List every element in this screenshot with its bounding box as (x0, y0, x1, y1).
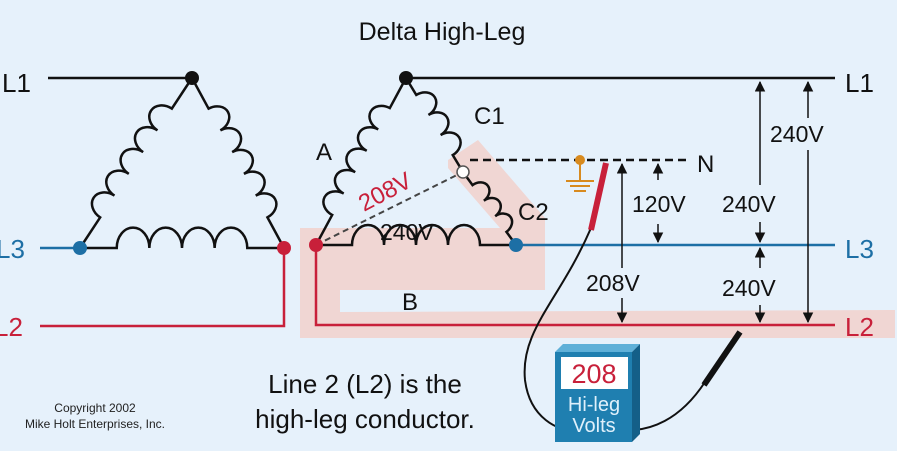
n-to-l2-voltage: 208V (586, 270, 640, 296)
diagram-title: Delta High-Leg (359, 18, 526, 46)
l3-to-l2-voltage: 240V (722, 275, 776, 301)
left-l1-label: L1 (2, 68, 31, 98)
winding-coil (80, 226, 284, 250)
right-l1-label: L1 (845, 68, 874, 98)
left-l2-label: L2 (0, 312, 23, 342)
winding-c2-label: C2 (518, 199, 549, 226)
ground-icon (566, 155, 594, 192)
voltmeter: 208 Hi-leg Volts (555, 344, 640, 442)
meter-label-1: Hi-leg (568, 394, 620, 416)
winding-coil (404, 77, 465, 173)
right-l2-label: L2 (845, 312, 874, 342)
left-delta-transformer (40, 71, 291, 328)
a-diagonal-voltage: 208V (354, 167, 416, 217)
winding-coil (461, 171, 518, 246)
l1-to-l2-voltage: 240V (770, 121, 824, 147)
neutral-label: N (697, 151, 714, 178)
high-leg-highlight (300, 140, 895, 338)
left-l3-label: L3 (0, 234, 25, 264)
copyright-line-2: Mike Holt Enterprises, Inc. (25, 417, 165, 431)
caption-line-1: Line 2 (L2) is the (268, 369, 462, 399)
meter-label-2: Volts (572, 415, 615, 437)
n-to-l3-voltage: 120V (632, 191, 686, 217)
winding-coil (78, 77, 194, 249)
winding-a-label: A (316, 139, 332, 166)
l1-to-l3-voltage: 240V (722, 191, 776, 217)
copyright-line-1: Copyright 2002 (54, 401, 136, 415)
voltage-arrows (616, 80, 814, 324)
meter-reading: 208 (571, 359, 616, 389)
winding-coil (316, 223, 516, 247)
right-l3-label: L3 (845, 234, 874, 264)
winding-coil (190, 77, 286, 249)
caption-line-2: high-leg conductor. (255, 404, 475, 434)
winding-coil (314, 77, 408, 246)
b-winding-voltage: 240V (380, 219, 434, 245)
winding-c1-label: C1 (474, 103, 505, 130)
winding-b-label: B (402, 289, 418, 316)
